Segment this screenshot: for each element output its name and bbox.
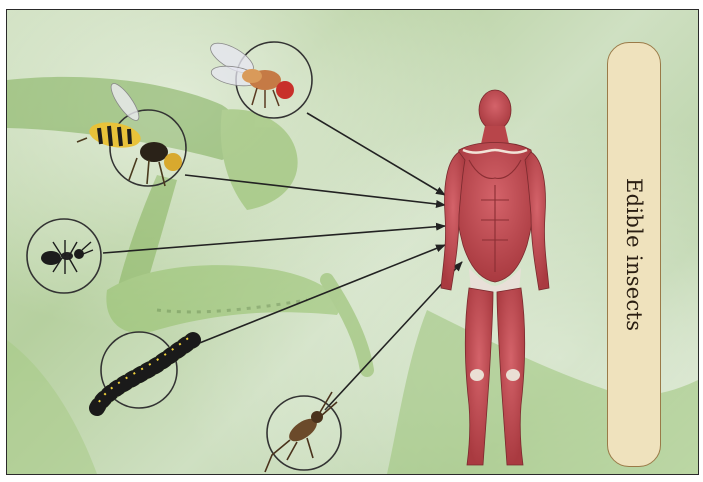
arrow-fly [307, 113, 445, 195]
edible-insects-label: Edible insects [607, 42, 661, 467]
label-text: Edible insects [622, 178, 646, 331]
diagram-canvas [7, 10, 698, 474]
arrow-wasp [185, 175, 445, 205]
diagram-frame: Edible insects [6, 9, 699, 475]
ant-icon [27, 219, 101, 293]
caterpillar-icon [97, 332, 193, 408]
